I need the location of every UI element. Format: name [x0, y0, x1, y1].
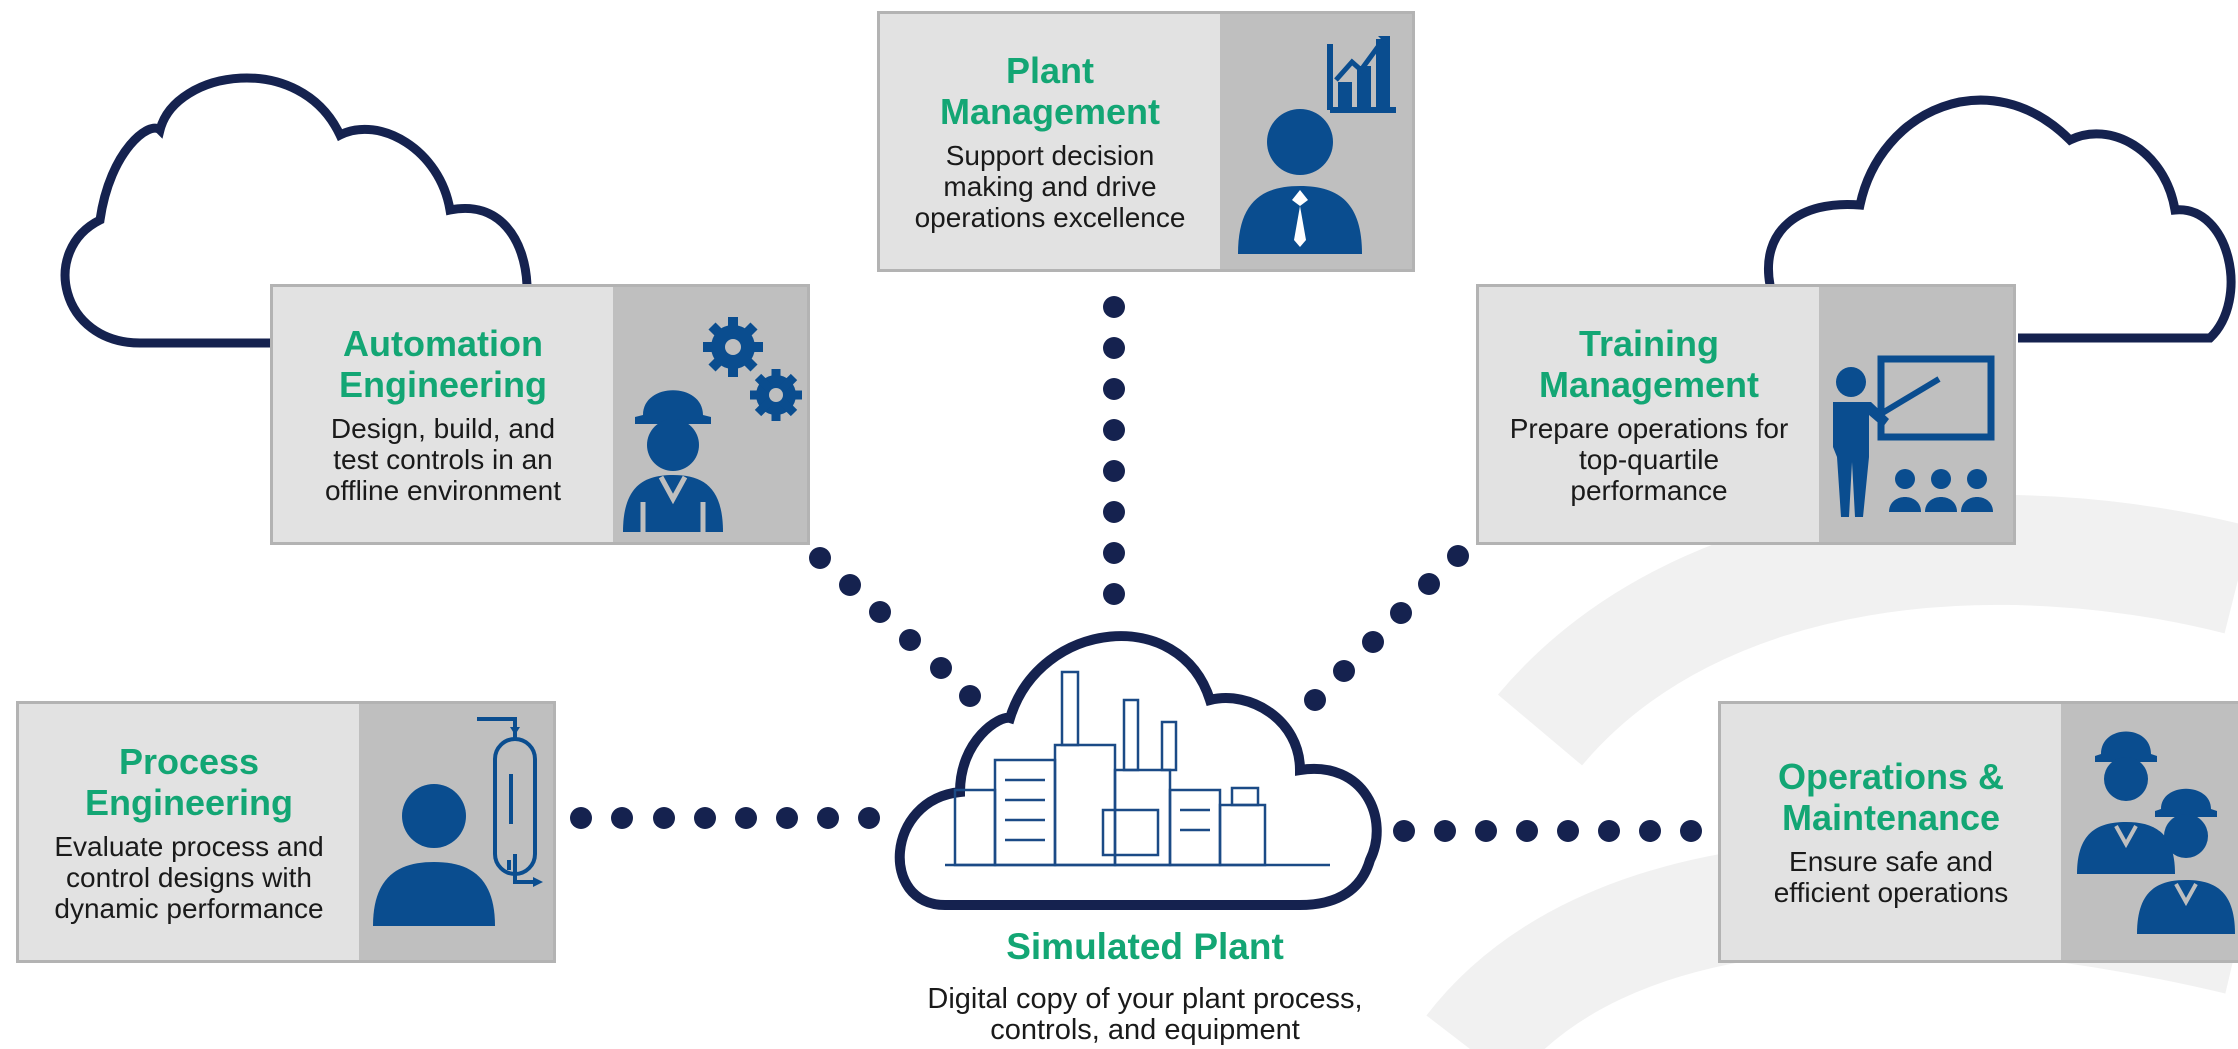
card-description: Ensure safe and efficient operations [1773, 846, 2009, 908]
card-description: Support decision making and drive operat… [914, 140, 1186, 233]
center-title: Simulated Plant [1006, 926, 1284, 967]
manager-chart-icon [1238, 36, 1396, 254]
dot [1333, 660, 1355, 682]
dot [1103, 501, 1125, 523]
dot [1103, 337, 1125, 359]
card-training-management: Training Management Prepare operations f… [1476, 284, 2016, 545]
dot [1390, 602, 1412, 624]
dot [570, 807, 592, 829]
card-text-panel: Plant Management Support decision making… [880, 14, 1220, 269]
card-title: Training Management [1538, 323, 1760, 405]
card-title: Operations & Maintenance [1777, 756, 2005, 838]
dot [1304, 689, 1326, 711]
card-description: Prepare operations for top-quartile perf… [1509, 413, 1789, 506]
dot [1103, 296, 1125, 318]
dot [1103, 419, 1125, 441]
card-title: Process Engineering [84, 740, 294, 823]
dot [1103, 460, 1125, 482]
dot [1393, 820, 1415, 842]
dot [1103, 542, 1125, 564]
dot [1557, 820, 1579, 842]
dot [809, 547, 831, 569]
dot [899, 629, 921, 651]
dot [858, 807, 880, 829]
card-description: Design, build, and test controls in an o… [324, 413, 562, 506]
dot [817, 807, 839, 829]
dot [653, 807, 675, 829]
connector-dots [570, 296, 1702, 842]
card-icon-panel [1220, 14, 1412, 269]
dot [1475, 820, 1497, 842]
card-title: Automation Engineering [338, 323, 548, 405]
dot [959, 685, 981, 707]
card-icon-panel [613, 287, 807, 542]
dot [1434, 820, 1456, 842]
dot [839, 574, 861, 596]
dot [776, 807, 798, 829]
card-icon-panel [1819, 287, 2013, 542]
person-column-icon [373, 717, 543, 926]
card-text-panel: Process Engineering Evaluate process and… [19, 704, 359, 960]
workers-icon [2077, 731, 2235, 934]
card-title: Plant Management [939, 50, 1161, 132]
dot [1418, 573, 1440, 595]
card-operations-maintenance: Operations & Maintenance Ensure safe and… [1718, 701, 2238, 963]
card-icon-panel [2061, 704, 2238, 960]
card-plant-management: Plant Management Support decision making… [877, 11, 1415, 272]
dot [1680, 820, 1702, 842]
card-text-panel: Operations & Maintenance Ensure safe and… [1721, 704, 2061, 960]
dot [1103, 583, 1125, 605]
card-icon-panel [359, 704, 553, 960]
dot [1639, 820, 1661, 842]
factory-icon [945, 670, 1330, 867]
dot [930, 657, 952, 679]
trainer-board-icon [1833, 355, 1995, 517]
card-description: Evaluate process and control designs wit… [54, 830, 324, 924]
engineer-gears-icon [623, 317, 802, 532]
dot [735, 807, 757, 829]
center-description: Digital copy of your plant process, cont… [927, 983, 1363, 1046]
dot [1362, 631, 1384, 653]
card-automation-engineering: Automation Engineering Design, build, an… [270, 284, 810, 545]
cloud-right-icon [1764, 95, 2236, 343]
dot [869, 601, 891, 623]
dot [694, 807, 716, 829]
dot [1516, 820, 1538, 842]
dot [611, 807, 633, 829]
card-text-panel: Automation Engineering Design, build, an… [273, 287, 613, 542]
card-process-engineering: Process Engineering Evaluate process and… [16, 701, 556, 963]
cloud-left-icon [60, 73, 532, 348]
dot [1447, 545, 1469, 567]
card-text-panel: Training Management Prepare operations f… [1479, 287, 1819, 542]
dot [1103, 378, 1125, 400]
dot [1598, 820, 1620, 842]
